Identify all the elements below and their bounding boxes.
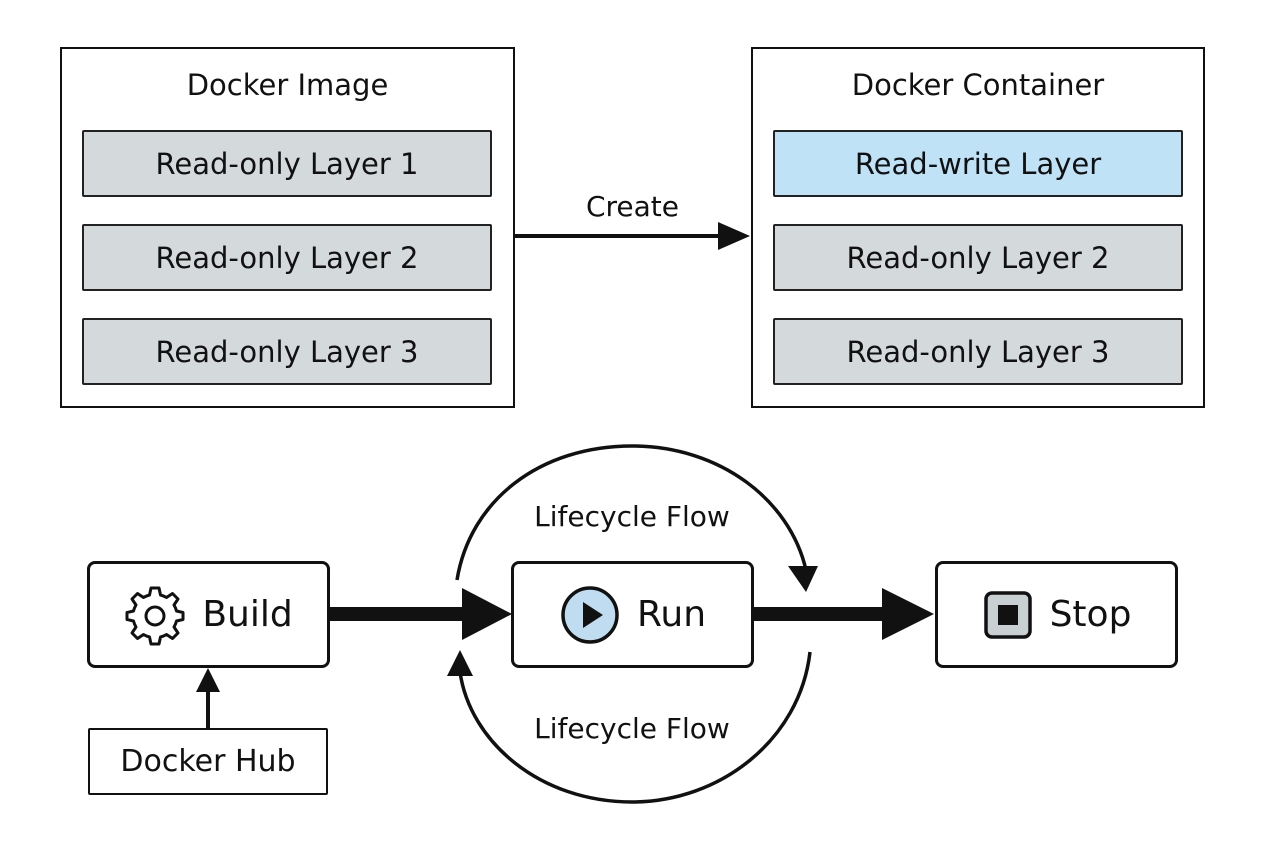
create-label: Create <box>585 190 680 223</box>
image-read-only-layer-3: Read-only Layer 3 <box>82 318 492 385</box>
container-read-write-layer: Read-write Layer <box>773 130 1183 197</box>
hub-to-build-arrow <box>196 668 220 728</box>
docker-container-title: Docker Container <box>851 68 1105 102</box>
docker-image-title: Docker Image <box>186 68 389 102</box>
build-label: Build <box>202 594 293 635</box>
lifecycle-bottom-label: Lifecycle Flow <box>534 712 730 745</box>
lifecycle-top-arc <box>455 444 818 592</box>
build-node: Build <box>87 561 330 668</box>
run-to-stop-arrow <box>754 588 934 640</box>
play-icon <box>559 584 621 646</box>
stop-label: Stop <box>1049 594 1132 635</box>
image-read-only-layer-1: Read-only Layer 1 <box>82 130 492 197</box>
lifecycle-top-label: Lifecycle Flow <box>534 500 730 533</box>
run-node: Run <box>511 561 754 668</box>
container-read-only-layer-3: Read-only Layer 3 <box>773 318 1183 385</box>
run-label: Run <box>636 594 707 635</box>
create-arrow <box>515 222 750 250</box>
stop-icon <box>982 589 1034 641</box>
stop-node: Stop <box>935 561 1178 668</box>
gear-icon <box>124 584 186 646</box>
image-read-only-layer-2: Read-only Layer 2 <box>82 224 492 291</box>
docker-hub-box: Docker Hub <box>88 728 328 795</box>
container-read-only-layer-2: Read-only Layer 2 <box>773 224 1183 291</box>
build-to-run-arrow <box>330 588 512 640</box>
lifecycle-bottom-arc <box>447 650 812 804</box>
